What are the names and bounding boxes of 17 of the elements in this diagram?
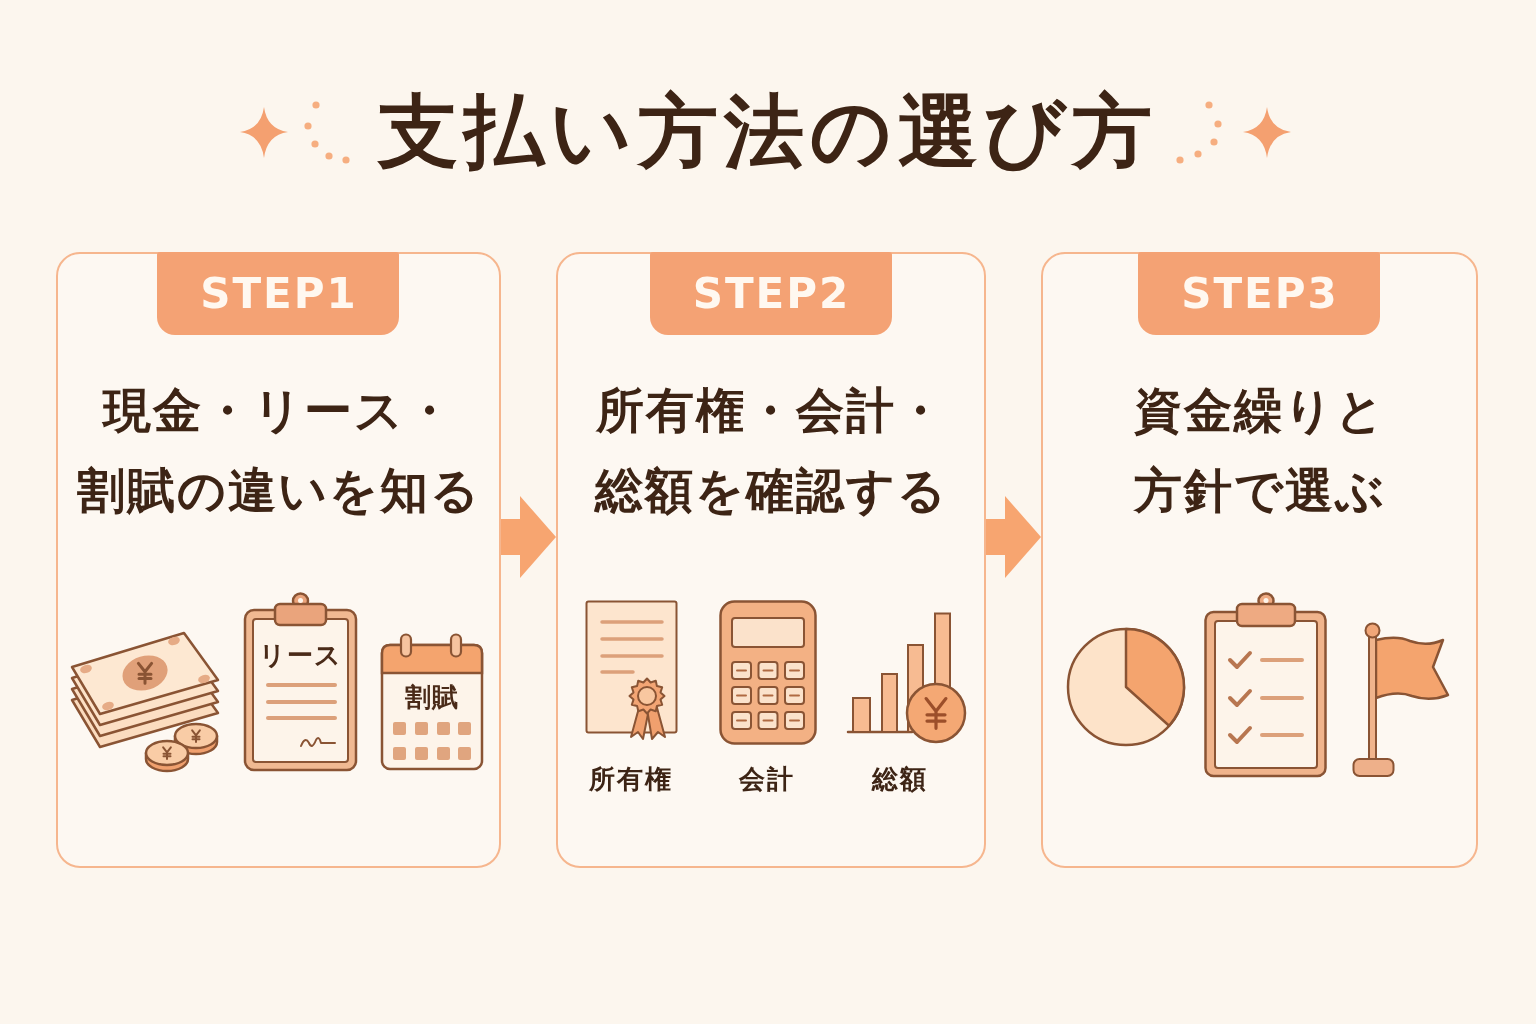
arrow: [501, 496, 556, 578]
step-card: [56, 252, 501, 868]
icon-caption: 所有権: [589, 763, 673, 796]
step-card: [1041, 252, 1478, 868]
icon-caption: 総額: [872, 763, 928, 796]
step-badge: STEP2: [649, 251, 892, 335]
icon-caption: 会計: [739, 763, 795, 796]
calendar-title: 割賦: [404, 680, 459, 714]
step-heading: 現金・リース・割賦の違いを知る: [76, 381, 481, 520]
step-heading: 資金繰りと方針で選ぶ: [1133, 381, 1386, 520]
step-card: [556, 252, 986, 868]
step-heading: 所有権・会計・総額を確認する: [594, 381, 948, 520]
step-badge: STEP1: [157, 251, 399, 335]
clipboard-title: リース: [258, 638, 342, 672]
step-badge: STEP3: [1138, 251, 1380, 335]
arrow: [986, 496, 1041, 578]
title: 支払い方法の選び方: [378, 84, 1158, 180]
